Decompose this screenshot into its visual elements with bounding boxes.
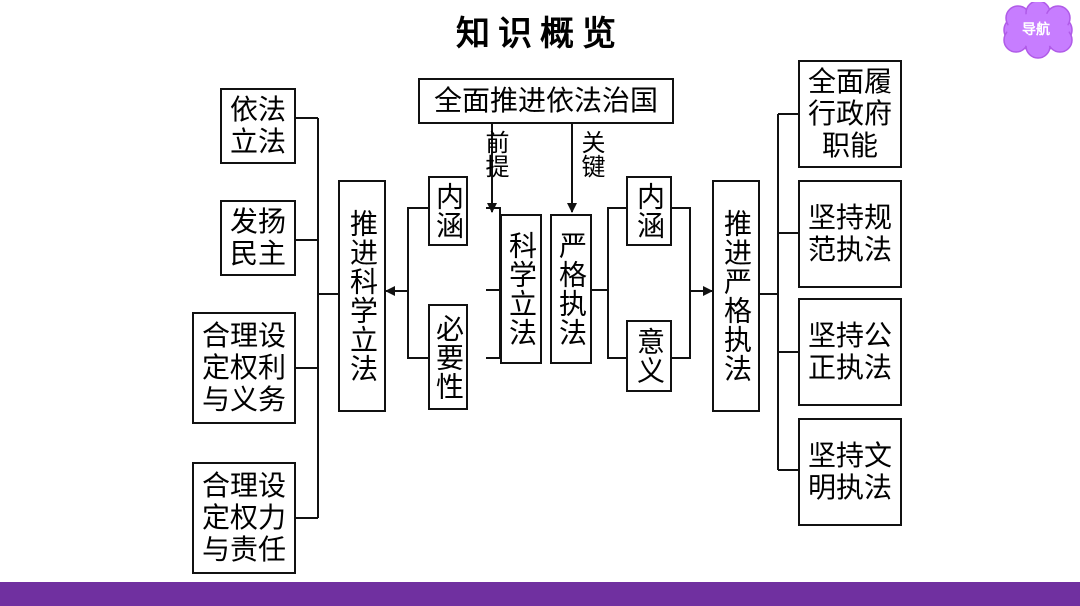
- left-item-box: 依法 立法: [220, 88, 296, 164]
- key-label: 关键: [577, 130, 605, 178]
- left-item-box: 合理设 定权力 与责任: [192, 462, 296, 574]
- right-item-box: 坚持文 明执法: [798, 418, 902, 526]
- left-neihan-box: 内涵: [428, 176, 468, 246]
- top-box: 全面推进依法治国: [418, 78, 674, 124]
- bottom-bar: [0, 582, 1080, 606]
- right-item-box: 坚持公 正执法: [798, 298, 902, 406]
- right-main-box: 推进严格执法: [712, 180, 760, 412]
- right-neihan-box: 内涵: [626, 176, 672, 246]
- page-title: 知识概览: [456, 14, 624, 54]
- right-significance-box: 意义: [626, 320, 672, 392]
- left-main-box: 推进科学立法: [338, 180, 386, 412]
- premise-label: 前提: [481, 130, 509, 178]
- nav-label: 导航: [1022, 22, 1050, 38]
- left-neihan-bracket: [407, 207, 428, 359]
- left-necessity-box: 必要性: [428, 304, 468, 410]
- left-item-box: 发扬 民主: [220, 200, 296, 276]
- left-item-box: 合理设 定权利 与义务: [192, 312, 296, 424]
- scientific-legislation-box: 科学立法: [500, 214, 542, 364]
- strict-enforcement-box: 严格执法: [550, 214, 592, 364]
- right-item-box: 坚持规 范执法: [798, 180, 902, 288]
- right-center-bracket: [592, 207, 626, 359]
- right-item-box: 全面履 行政府 职能: [798, 60, 902, 168]
- right-neihan-bracket: [672, 207, 691, 359]
- cloud-icon: [1003, 2, 1073, 59]
- nav-button[interactable]: 导航: [1000, 2, 1080, 60]
- left-center-bracket: [486, 207, 501, 359]
